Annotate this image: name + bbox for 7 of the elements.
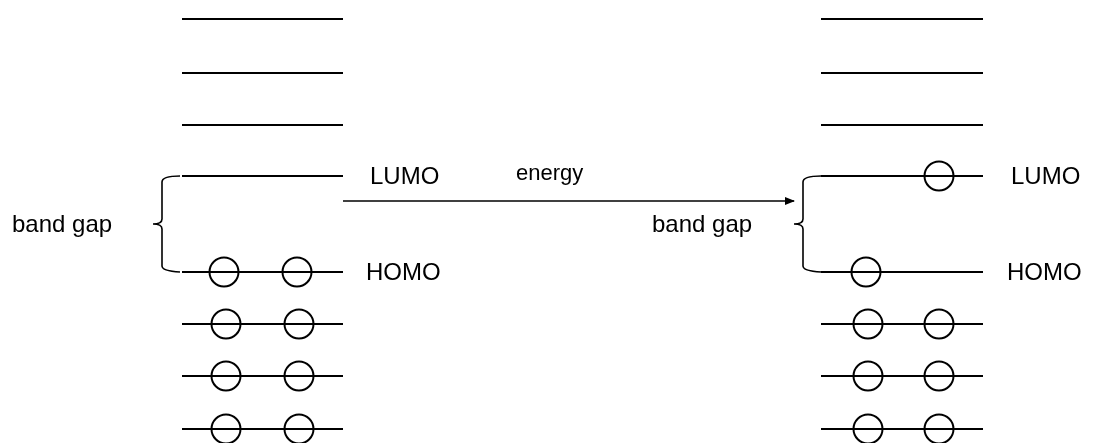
energy-level-label: HOMO (366, 258, 441, 286)
energy-level-label: HOMO (1007, 258, 1082, 286)
arrow (342, 197, 795, 205)
energy-level-label: band gap (12, 210, 113, 238)
energy-level-label: LUMO (370, 162, 440, 190)
energy-level-label: band gap (652, 210, 753, 238)
energy-level-label: LUMO (1011, 162, 1081, 190)
